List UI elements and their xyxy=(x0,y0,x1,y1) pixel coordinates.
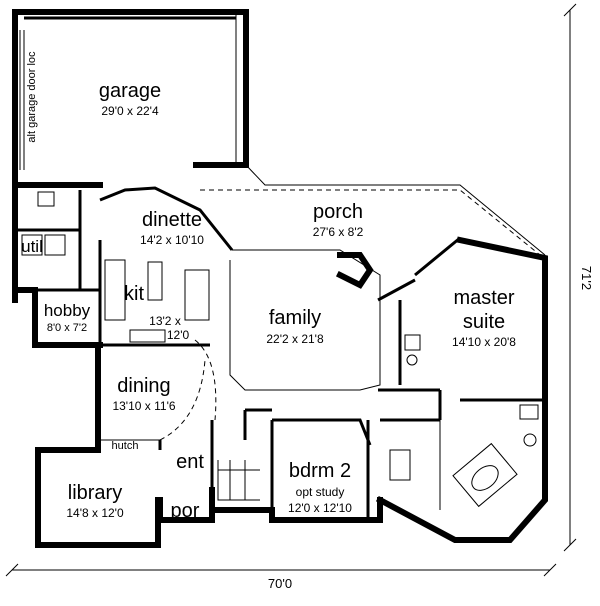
garage-area xyxy=(12,9,249,303)
ent-name: ent xyxy=(176,451,204,473)
dining-size: 13'10 x 11'6 xyxy=(112,399,175,413)
dimension-lines xyxy=(5,3,577,577)
porch-size: 27'6 x 8'2 xyxy=(313,225,364,239)
dinette-name: dinette xyxy=(142,209,202,231)
master-size: 14'10 x 20'8 xyxy=(452,335,516,349)
porch-name: porch xyxy=(313,201,363,223)
hobby-size: 8'0 x 7'2 xyxy=(47,322,87,334)
kit-size-1: 13'2 x xyxy=(149,314,181,328)
dining-name: dining xyxy=(117,375,170,397)
room-labels: garage 29'0 x 22'4 alt garage door loc u… xyxy=(21,51,594,591)
library-size: 14'8 x 12'0 xyxy=(66,506,124,520)
depth-dimension: 71'2 xyxy=(579,266,594,290)
fixtures xyxy=(21,191,539,508)
kit-name: kit xyxy=(124,283,144,305)
alt-garage-door-label: alt garage door loc xyxy=(26,51,38,143)
por-name: por xyxy=(171,500,200,522)
master-name-2: suite xyxy=(463,311,505,333)
util-name: util xyxy=(21,237,43,256)
family-name: family xyxy=(269,307,321,329)
master-name-1: master xyxy=(453,287,514,309)
bdrm2-size: 12'0 x 12'10 xyxy=(288,501,352,515)
hobby-name: hobby xyxy=(44,301,91,320)
bdrm2-sub: opt study xyxy=(296,485,345,499)
library-name: library xyxy=(68,482,122,504)
family-size: 22'2 x 21'8 xyxy=(266,332,324,346)
kit-size-2: 12'0 xyxy=(167,328,190,342)
hutch-label: hutch xyxy=(112,440,139,452)
dinette-size: 14'2 x 10'10 xyxy=(140,233,204,247)
garage-name: garage xyxy=(99,80,161,102)
garage-size: 29'0 x 22'4 xyxy=(101,104,159,118)
bdrm2-name: bdrm 2 xyxy=(289,460,351,482)
width-dimension: 70'0 xyxy=(268,576,292,591)
